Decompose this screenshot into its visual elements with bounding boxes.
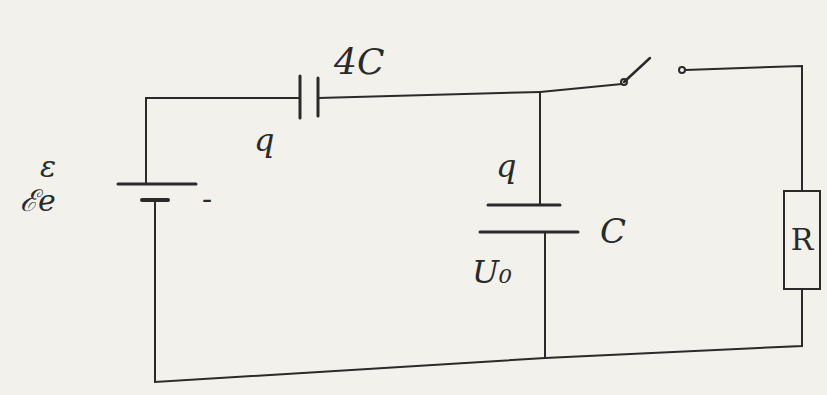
wire — [146, 98, 300, 184]
circuit-label: q — [496, 150, 516, 182]
circuit-label: C — [600, 214, 626, 248]
wire — [544, 232, 546, 358]
wire — [685, 66, 802, 190]
circuit-label: ε — [40, 152, 56, 182]
circuit-label: U₀ — [472, 256, 512, 288]
resistor-label: R — [791, 225, 814, 255]
battery-long-plate — [118, 183, 196, 186]
wire — [545, 290, 802, 358]
circuit-label: q — [254, 124, 274, 156]
wire — [155, 200, 545, 382]
capacitor-plate — [480, 231, 578, 234]
switch-lever — [624, 58, 650, 82]
resistor-symbol: R — [783, 190, 821, 290]
circuit-label: 4C — [334, 44, 384, 80]
circuit-label: - — [202, 184, 212, 214]
capacitor-plate — [299, 76, 302, 118]
circuit-label: ℰe — [20, 186, 56, 216]
wire — [539, 92, 541, 205]
capacitor-plate — [488, 204, 560, 207]
wire — [318, 92, 540, 98]
wire — [540, 84, 622, 92]
